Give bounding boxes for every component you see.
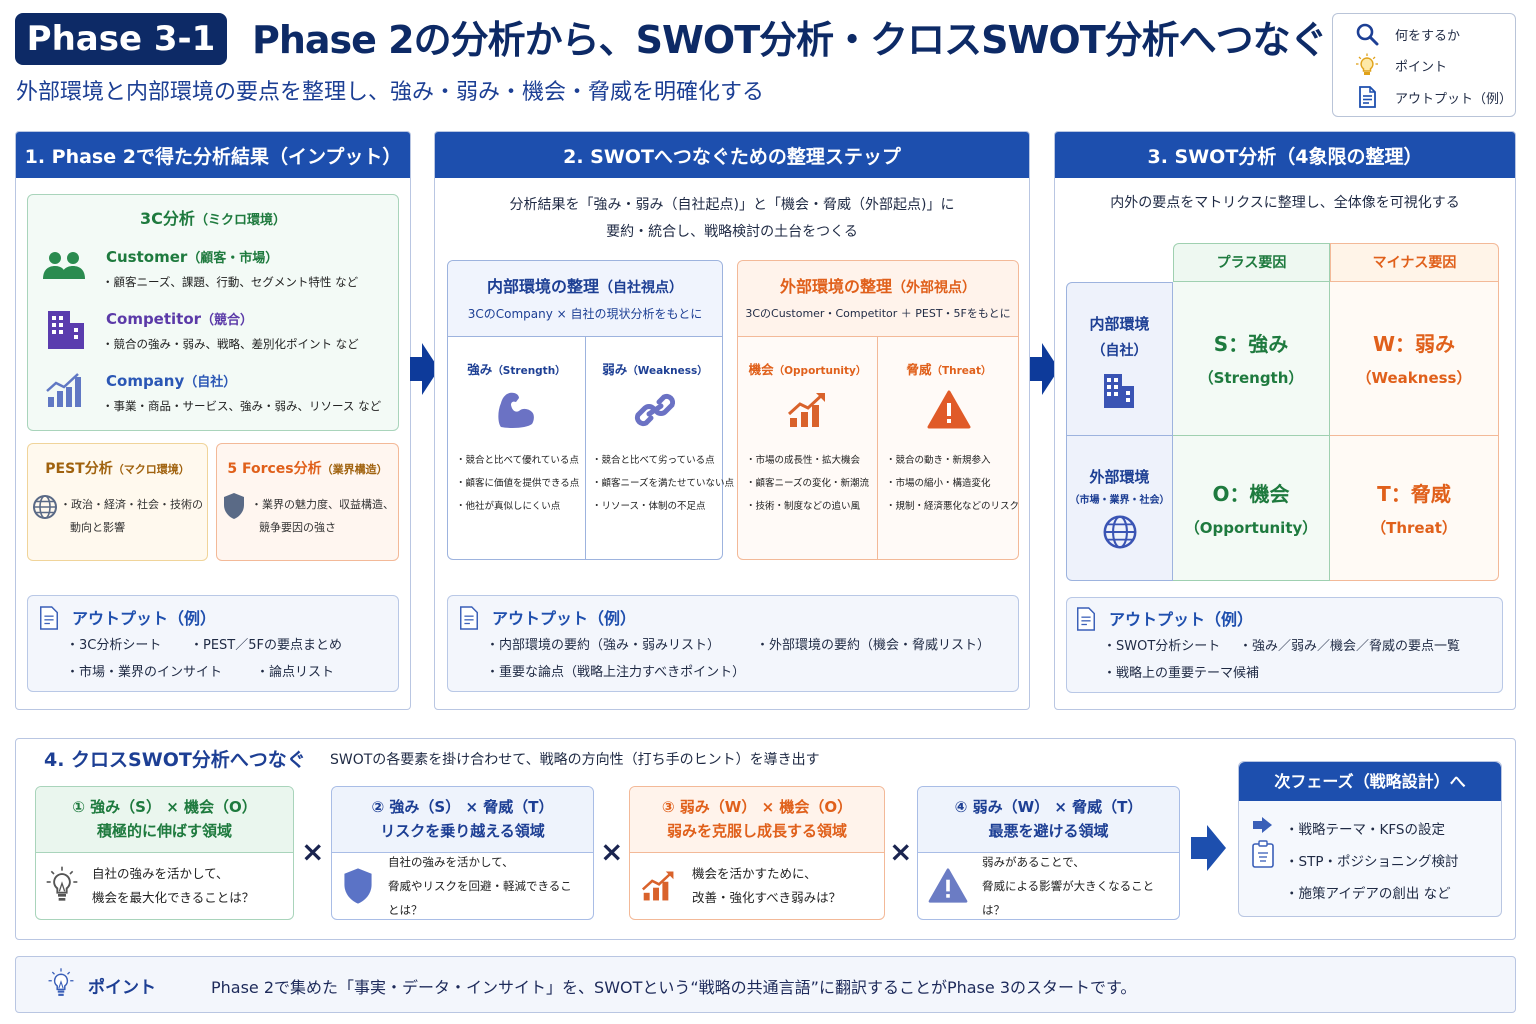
panel-organize-header: 2. SWOTへつなぐための整理ステップ (435, 132, 1029, 178)
cross-symbol: × (600, 835, 624, 868)
phase-badge: Phase 3-1 (15, 13, 227, 65)
broken-link-icon (634, 393, 676, 427)
c3-box: 3C分析（ミクロ環境） Customer（顧客・市場） ・顧客ニーズ、課題、行動… (27, 194, 399, 431)
row-header-internal: 内部環境 （自社） (1066, 282, 1173, 436)
panel-organize-desc: 分析結果を「強み・弱み（自社起点)」と「機会・脅威（外部起点)」に 要約・統合し… (509, 197, 955, 240)
cross-symbol: × (889, 835, 913, 868)
cross-swot-desc: SWOTの各要素を掛け合わせて、戦略の方向性（打ち手のヒント）を導き出す (330, 752, 820, 768)
document-icon (40, 606, 58, 630)
document-icon (460, 606, 478, 630)
legend-label: 何をするか (1395, 28, 1461, 44)
cross-card-wo: ③ 弱み（W） × 機会（O） 弱みを克服し成長する領域 機会を活かすために、改… (629, 786, 885, 920)
output-box-input: アウトプット（例） ・3C分析シート ・PEST／5Fの要点まとめ ・市場・業界… (27, 595, 399, 692)
page-title: Phase 2の分析から、SWOT分析・クロスSWOT分析へつなぐ (252, 18, 1328, 62)
cross-card-so: ① 強み（S） × 機会（O） 積極的に伸ばす領域 自社の強みを活かして、機会を… (35, 786, 294, 920)
c3-title: 3C分析（ミクロ環境） (140, 209, 286, 228)
cross-card-wt: ④ 弱み（W） × 脅威（T） 最悪を避ける領域 弱みがあることで、脅威による影… (917, 786, 1180, 920)
warning-icon (927, 390, 971, 429)
external-env-box: 外部環境の整理（外部視点） 3CのCustomer・Competitor ＋ P… (737, 260, 1019, 560)
swot-cell-weakness: W：弱み （Weakness） (1330, 282, 1499, 436)
growth-chart-icon (641, 871, 674, 901)
panel-swot: 3. SWOT分析（4象限の整理） 内外の要点をマトリクスに整理し、全体像を可視… (1054, 131, 1516, 710)
cross-card-st: ② 強み（S） × 脅威（T） リスクを乗り越える領域 自社の強みを活かして、脅… (331, 786, 594, 920)
legend-item-point: ポイント (1355, 53, 1447, 77)
arrow-right-icon (410, 343, 439, 395)
col-header-minus: マイナス要因 (1330, 243, 1499, 282)
shield-icon (344, 868, 372, 904)
swot-cell-threat: T：脅威 （Threat） (1330, 436, 1499, 581)
arrow-right-icon (1191, 825, 1226, 871)
panel-organize: 2. SWOTへつなぐための整理ステップ 分析結果を「強み・弱み（自社起点)」と… (434, 131, 1030, 710)
legend-label: ポイント (1395, 59, 1448, 75)
output-box-swot: アウトプット（例） ・SWOT分析シート ・強み／弱み／機会／脅威の要点一覧 ・… (1066, 597, 1503, 693)
threat-column: 脅威（Threat） (878, 359, 1020, 434)
weakness-list: ・競合と比べて劣っている点 ・顧客ニーズを満たせていない点 ・リソース・体制の不… (592, 455, 735, 512)
arrow-right-icon (1253, 817, 1272, 833)
panel-input-header: 1. Phase 2で得た分析結果（インプット） (16, 132, 410, 178)
lightbulb-icon (1356, 53, 1378, 75)
weakness-column: 弱み（Weakness） (586, 359, 724, 434)
legend: 何をするか ポイント アウトプット（例） (1332, 13, 1516, 117)
col-header-plus: プラス要因 (1173, 243, 1330, 282)
document-icon (1077, 607, 1095, 631)
panel-swot-desc: 内外の要点をマトリクスに整理し、全体像を可視化する (1110, 195, 1460, 211)
point-text: Phase 2で集めた「事実・データ・インサイト」を、SWOTという“戦略の共通… (211, 978, 1137, 997)
next-phase-title: 次フェーズ（戦略設計）へ (1239, 762, 1501, 801)
globe-icon (33, 495, 57, 519)
muscle-arm-icon (497, 392, 534, 428)
panel-swot-header: 3. SWOT分析（4象限の整理） (1055, 132, 1515, 178)
five-forces-box: 5 Forces分析（業界構造） ・業界の魅力度、収益構造、 競争要因の強さ (216, 443, 399, 561)
lightbulb-icon (48, 968, 74, 996)
point-label: ポイント (88, 978, 156, 998)
page-subtitle: 外部環境と内部環境の要点を整理し、強み・弱み・機会・脅威を明確化する (16, 80, 765, 105)
strength-list: ・競合と比べて優れている点 ・顧客に価値を提供できる点 ・他社が真似しにくい点 (456, 455, 580, 512)
swot-cell-strength: S：強み （Strength） (1173, 282, 1330, 436)
opportunity-list: ・市場の成長性・拡大機会 ・顧客ニーズの変化・新潮流 ・技術・制度などの追い風 (746, 455, 870, 512)
panel-cross-swot: 4. クロスSWOT分析へつなぐ SWOTの各要素を掛け合わせて、戦略の方向性（… (15, 738, 1516, 940)
point-bar: ポイント Phase 2で集めた「事実・データ・インサイト」を、SWOTという“… (15, 956, 1516, 1013)
pest-box: PEST分析（マクロ環境） ・政治・経済・社会・技術の 動向と影響 (27, 443, 208, 561)
row-header-external: 外部環境 （市場・業界・社会） (1066, 436, 1173, 581)
legend-label: アウトプット（例） (1395, 91, 1513, 107)
bar-chart-icon (46, 373, 81, 407)
strength-column: 強み（Strength） (448, 359, 585, 434)
panel-input: 1. Phase 2で得た分析結果（インプット） 3C分析（ミクロ環境） Cus… (15, 131, 411, 710)
swot-cell-opportunity: O：機会 （Opportunity） (1173, 436, 1330, 581)
next-phase-box: 次フェーズ（戦略設計）へ ・戦略テーマ・KFSの設定 ・STP・ポジショニング検… (1238, 761, 1502, 917)
lightbulb-icon (46, 866, 78, 901)
document-icon (1359, 86, 1376, 108)
search-icon (1356, 23, 1379, 46)
internal-env-box: 内部環境の整理（自社視点） 3CのCompany × 自社の現状分析をもとに 強… (447, 260, 734, 560)
legend-item-output: アウトプット（例） (1355, 85, 1512, 109)
building-icon (48, 311, 84, 349)
warning-icon (928, 868, 968, 903)
threat-list: ・競合の動き・新規参入 ・市場の縮小・構造変化 ・規制・経済悪化などのリスク (886, 455, 1020, 512)
cross-symbol: × (301, 835, 325, 868)
opportunity-column: 機会（Opportunity） (738, 359, 877, 434)
cross-swot-title: 4. クロスSWOT分析へつなぐ (44, 749, 306, 771)
shield-icon (224, 493, 244, 519)
output-box-organize: アウトプット（例） ・内部環境の要約（強み・弱みリスト） ・外部環境の要約（機会… (447, 595, 1019, 692)
people-icon (43, 252, 85, 279)
globe-icon (1103, 515, 1136, 549)
arrow-right-icon (1030, 343, 1059, 395)
next-phase-list: ・戦略テーマ・KFSの設定 ・STP・ポジショニング検討 ・施策アイデアの創出 … (1285, 822, 1459, 902)
legend-item-what: 何をするか (1355, 22, 1460, 46)
building-icon (1103, 374, 1134, 408)
clipboard-icon (1252, 840, 1274, 868)
growth-chart-icon (787, 393, 825, 427)
